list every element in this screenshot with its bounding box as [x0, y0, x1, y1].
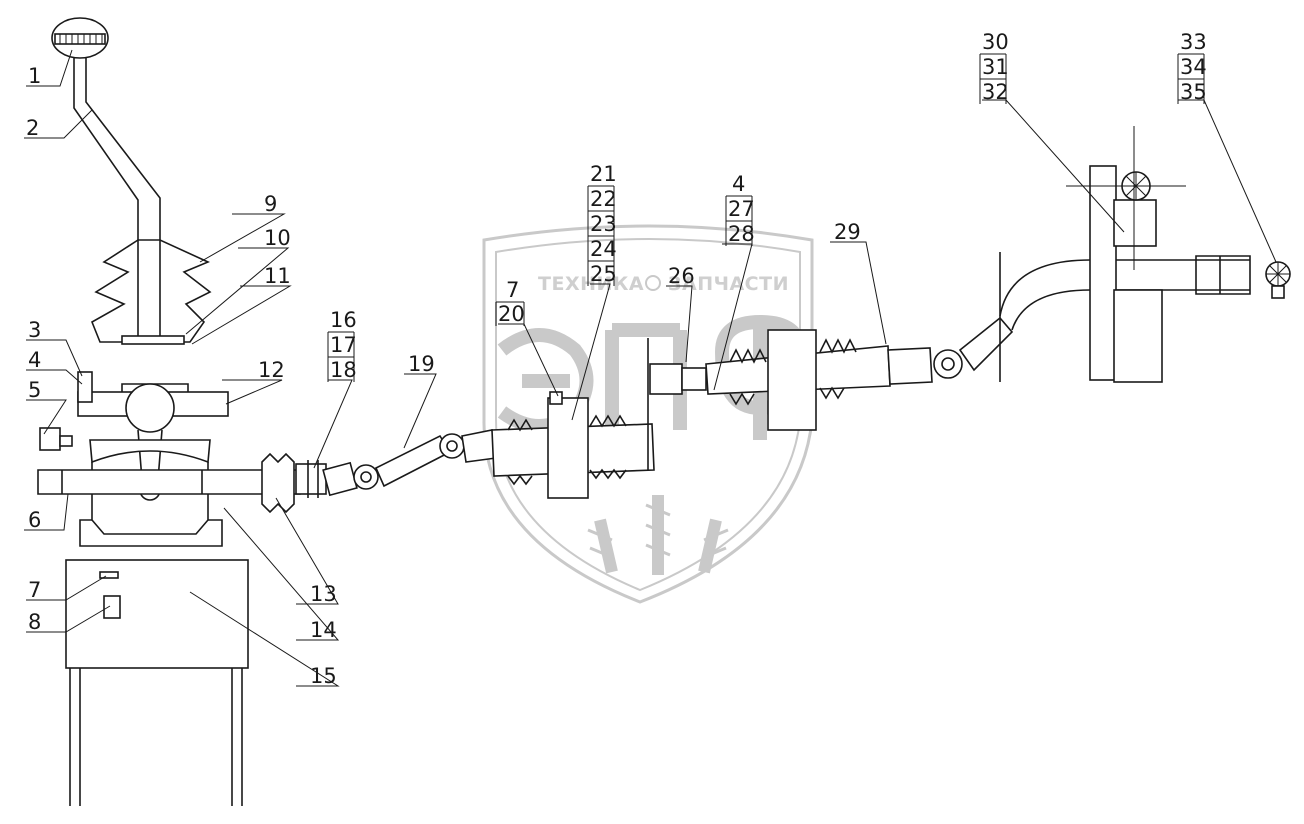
callout-4: 4: [28, 348, 41, 372]
ball-joint: [125, 383, 175, 433]
callout-27: 27: [728, 197, 755, 221]
right-rod: [999, 259, 1250, 331]
callout-25: 25: [590, 262, 617, 286]
u-joint-1-fork: [322, 461, 358, 497]
callout-21: 21: [590, 162, 617, 186]
shift-lever-assembly: [37, 17, 327, 806]
bracket-plate: [1089, 165, 1117, 381]
callout-stack-33-35: 33 34 35: [1177, 30, 1207, 104]
callout-8: 8: [28, 610, 41, 634]
middle-linkage: [322, 252, 1014, 499]
callout-19: 19: [408, 352, 435, 376]
callout-2: 2: [26, 116, 39, 140]
bracket-lower: [1113, 289, 1163, 383]
bolt-8: [103, 595, 121, 619]
callout-24: 24: [590, 237, 617, 261]
callout-10: 10: [264, 226, 291, 250]
shift-shaft: [37, 469, 301, 495]
callout-20: 20: [498, 302, 525, 326]
callout-32: 32: [982, 80, 1009, 104]
callout-17: 17: [330, 333, 357, 357]
bracket-block: [1113, 199, 1157, 247]
bolt-3: [77, 371, 93, 403]
callout-9: 9: [264, 192, 277, 216]
right-bracket-assembly: [999, 126, 1291, 383]
cylinder-2-bracket: [767, 329, 817, 431]
stand-box: [65, 559, 249, 669]
callout-14: 14: [310, 618, 337, 642]
knob-band: [54, 33, 106, 45]
gear-icon: [645, 275, 661, 291]
callout-6: 6: [28, 508, 41, 532]
callout-16: 16: [330, 308, 357, 332]
callout-stack-7-20: 7 20: [495, 278, 525, 326]
callout-4-b: 4: [732, 172, 745, 196]
callout-labels: 1 2 3 4 5 6 7 8 9 10 11 12 13 14 15 16 1…: [26, 30, 1207, 688]
cylinder-bracket: [547, 397, 589, 499]
callout-13: 13: [310, 582, 337, 606]
callout-12: 12: [258, 358, 285, 382]
callout-stack-30-32: 30 31 32: [979, 30, 1009, 104]
callout-31: 31: [982, 55, 1009, 79]
callout-11: 11: [264, 264, 291, 288]
callout-stack-16-18: 16 17 18: [327, 308, 357, 382]
u-joint-3: [933, 349, 963, 379]
callout-stack-21-25: 21 22 23 24 25: [587, 162, 617, 286]
callout-3: 3: [28, 318, 41, 342]
callout-30: 30: [982, 30, 1009, 54]
plug-5: [39, 427, 61, 451]
lower-housing-top: [89, 439, 211, 464]
leader-lines: [24, 49, 1277, 687]
clamp-16: [295, 463, 327, 495]
callout-5: 5: [28, 378, 41, 402]
u-joint-1: [353, 464, 379, 490]
callout-18: 18: [330, 358, 357, 382]
coupling-26: [649, 363, 683, 395]
callout-15: 15: [310, 664, 337, 688]
callout-33: 33: [1180, 30, 1207, 54]
stand-legs: [69, 668, 243, 806]
bolt-7: [99, 571, 119, 579]
callout-26: 26: [668, 264, 695, 288]
rubber-boot: [90, 239, 212, 343]
callout-1: 1: [28, 64, 41, 88]
shaft-bellows: [261, 452, 295, 514]
watermark-right-word: ЗАПЧАСТИ: [668, 273, 789, 295]
callout-29: 29: [834, 220, 861, 244]
callout-35: 35: [1180, 80, 1207, 104]
callout-23: 23: [590, 212, 617, 236]
callout-28: 28: [728, 222, 755, 246]
callout-34: 34: [1180, 55, 1207, 79]
boot-clamp: [121, 335, 185, 345]
watermark-wheat-icon: [587, 495, 729, 575]
rod-19: [374, 434, 452, 488]
callout-7-b: 7: [506, 278, 519, 302]
callout-22: 22: [590, 187, 617, 211]
callout-7: 7: [28, 578, 41, 602]
u-joint-2: [439, 433, 465, 459]
callout-stack-4-27-28: 4 27 28: [725, 172, 755, 246]
